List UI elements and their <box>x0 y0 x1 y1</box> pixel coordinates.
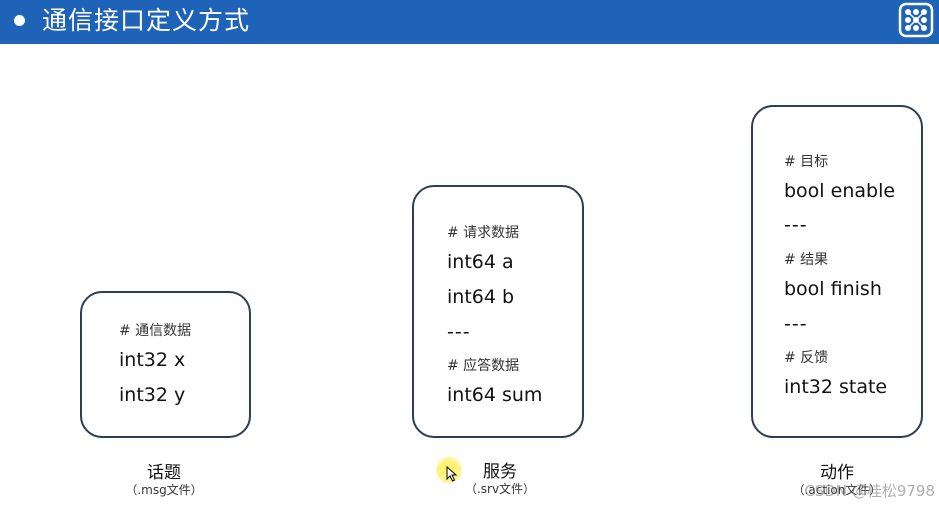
action-result-comment: # 结果 <box>784 252 829 268</box>
bullet-icon <box>14 15 25 26</box>
topic-comment: # 通信数据 <box>119 323 192 339</box>
service-separator: --- <box>447 321 471 343</box>
action-separator-2: --- <box>784 313 808 335</box>
grid-node-logo-icon <box>898 2 934 38</box>
action-field-state: int32 state <box>784 376 888 398</box>
action-feedback-comment: # 反馈 <box>784 350 829 366</box>
action-separator-1: --- <box>784 214 808 236</box>
action-goal-comment: # 目标 <box>784 154 829 170</box>
service-request-comment: # 请求数据 <box>447 225 520 241</box>
action-label: 动作 <box>820 463 854 483</box>
service-field-b: int64 b <box>447 286 515 308</box>
header-bar: 通信接口定义方式 <box>0 0 939 44</box>
service-card: # 请求数据 int64 a int64 b --- # 应答数据 int64 … <box>412 185 584 438</box>
action-field-finish: bool finish <box>784 278 882 300</box>
action-field-enable: bool enable <box>784 180 896 202</box>
topic-field-x: int32 x <box>119 349 186 371</box>
service-sublabel: （.srv文件） <box>464 482 536 496</box>
page-title: 通信接口定义方式 <box>42 6 251 35</box>
topic-label: 话题 <box>147 463 181 483</box>
topic-card: # 通信数据 int32 x int32 y <box>80 291 251 438</box>
service-field-sum: int64 sum <box>447 384 543 406</box>
service-label: 服务 <box>483 462 517 482</box>
service-field-a: int64 a <box>447 251 514 273</box>
mouse-pointer-icon <box>446 466 458 482</box>
action-card: # 目标 bool enable --- # 结果 bool finish --… <box>751 105 923 438</box>
watermark: CSDN @桂松9798 <box>804 482 935 500</box>
service-response-comment: # 应答数据 <box>447 358 520 374</box>
topic-field-y: int32 y <box>119 384 186 406</box>
action-sublabel: （.action文件） <box>792 483 882 497</box>
topic-sublabel: （.msg文件） <box>125 483 203 497</box>
